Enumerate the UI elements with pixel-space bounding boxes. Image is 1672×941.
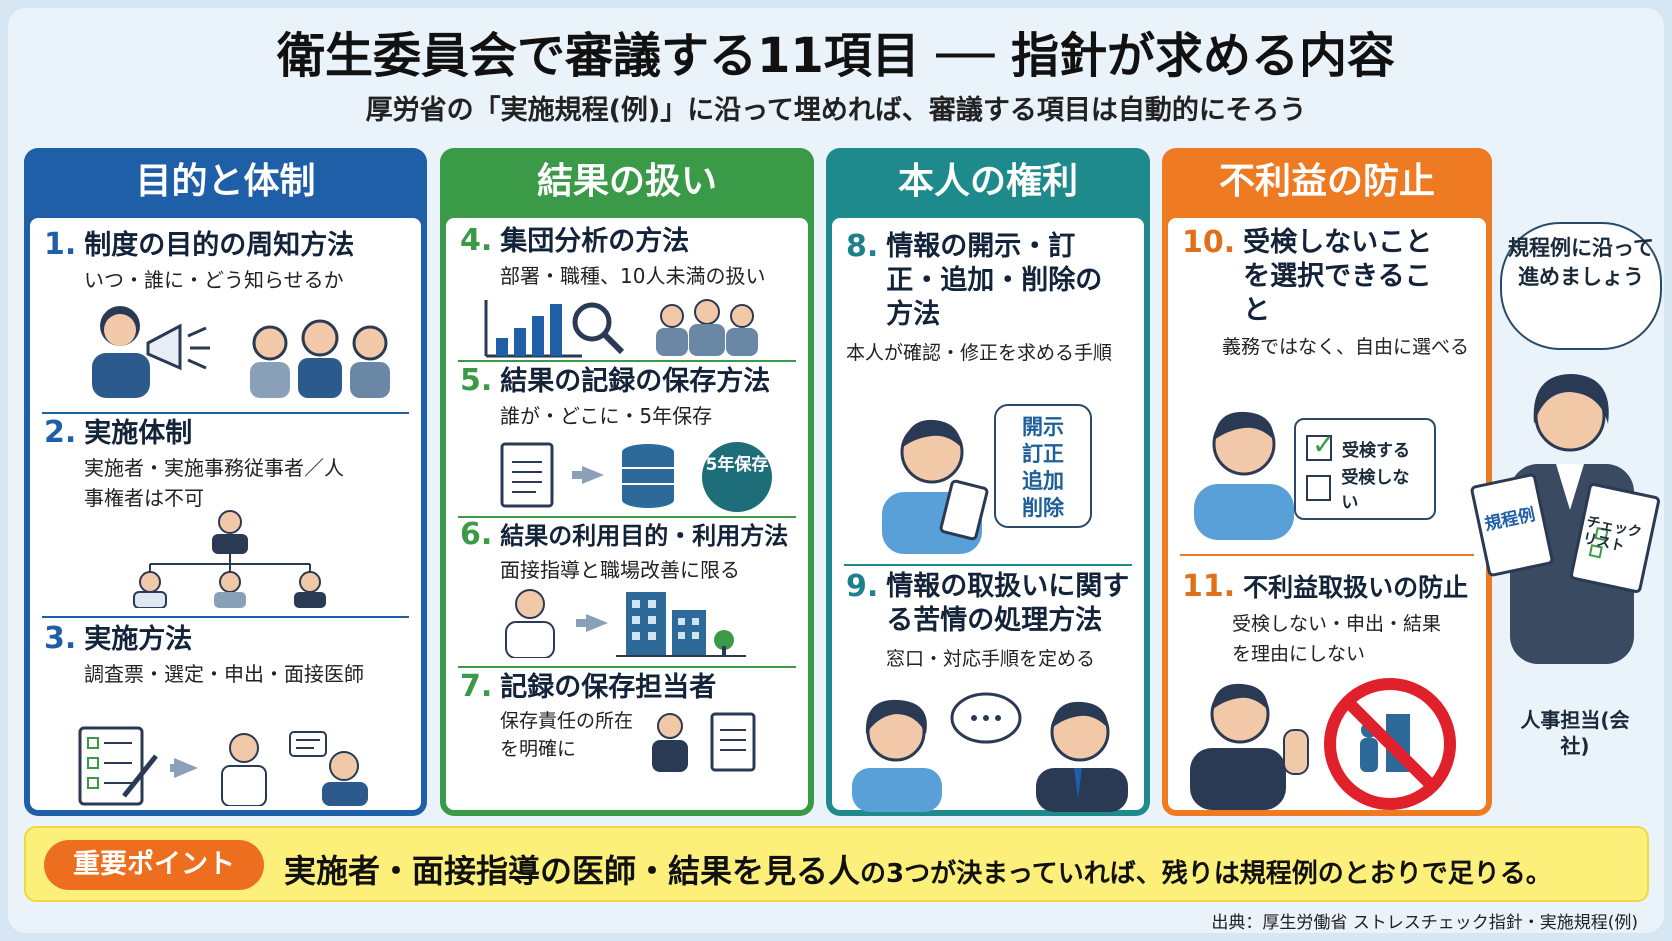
five-year-badge: 5年保存: [702, 442, 772, 512]
item-10: 10.受検しないことを選択できること 義務ではなく、自由に選べる: [1182, 226, 1476, 362]
custodian-document-icon: [652, 712, 756, 772]
group-analysis-chart-icon: [484, 299, 758, 358]
key-point-band: 重要ポイント 実施者・面接指導の医師・結果を見る人の3つが決まっていれば、残りは…: [24, 826, 1649, 902]
item-desc: 実施者・実施事務従事者／人事権者は不可: [84, 456, 344, 510]
option-decline[interactable]: 受検しない: [1306, 468, 1424, 513]
divider: [458, 360, 796, 362]
column-results-handling: 結果の扱い 4.集団分析の方法 部署・職種、10人未満の扱い 5.結果の記録の保…: [440, 148, 814, 816]
column-heading: 本人の権利: [897, 161, 1078, 202]
rights-list-bubble: 開示 訂正 追加 削除: [994, 404, 1092, 528]
complaint-consultation-icon: [852, 692, 1128, 812]
key-point-text: 実施者・面接指導の医師・結果を見る人の3つが決まっていれば、残りは規程例のとおり…: [284, 846, 1552, 892]
option-label: 受検しない: [1341, 468, 1410, 513]
item-desc: 保存責任の所在を明確に: [500, 710, 634, 760]
item-8: 8.情報の開示・訂正・追加・削除の方法 本人が確認・修正を求める手順: [846, 230, 1134, 368]
rights-item-delete: 削除: [1022, 496, 1064, 520]
item-number: 5.: [460, 363, 493, 398]
item-desc: 本人が確認・修正を求める手順: [846, 342, 1113, 364]
checked-checkbox-icon[interactable]: ✓: [1306, 431, 1335, 461]
org-chart-icon: [133, 510, 326, 608]
person-with-tablet-icon: [882, 419, 989, 554]
item-title: 実施方法: [84, 624, 193, 655]
rights-item-disclose: 開示: [1022, 415, 1064, 439]
item-title: 情報の取扱いに関する苦情の処理方法: [886, 571, 1130, 636]
item-6: 6.結果の利用目的・利用方法 面接指導と職場改善に限る: [460, 518, 798, 585]
item-title: 結果の記録の保存方法: [500, 366, 771, 397]
hr-staff-label: 人事担当(会社): [1520, 708, 1630, 758]
item-desc: 受検しない・申出・結果を理由にしない: [1232, 613, 1442, 665]
item-number: 3.: [44, 621, 77, 656]
divider: [42, 412, 409, 414]
item-number: 2.: [44, 415, 77, 450]
item-title: 制度の目的の周知方法: [84, 230, 355, 261]
item-2: 2.実施体制 実施者・実施事務従事者／人事権者は不可: [44, 416, 411, 513]
speech-bubble: 規程例に沿って進めましょう: [1500, 222, 1662, 350]
questionnaire-to-doctor-icon: [78, 726, 368, 806]
item-number: 10.: [1182, 225, 1236, 260]
page-title: 衛生委員会で審議する11項目 ── 指針が求める内容: [276, 28, 1396, 84]
page-subtitle: 厚労省の「実施規程(例)」に沿って埋めれば、審議する項目は自動的にそろう: [365, 95, 1307, 126]
item-title: 実施体制: [84, 418, 193, 449]
item-3: 3.実施方法 調査票・選定・申出・面接医師: [44, 622, 411, 689]
choice-card: ✓ 受検する 受検しない: [1294, 418, 1436, 520]
item-title: 受検しないことを選択できること: [1243, 227, 1433, 326]
item-title: 記録の保存担当者: [500, 672, 717, 703]
option-take[interactable]: ✓ 受検する: [1306, 428, 1424, 468]
item-title: 情報の開示・訂正・追加・削除の方法: [886, 231, 1103, 330]
column-purpose-structure: 目的と体制 1.制度の目的の周知方法 いつ・誰に・どう知らせるか 2.実施体制 …: [24, 148, 427, 816]
item-title: 集団分析の方法: [500, 226, 690, 257]
rights-item-add: 追加: [1022, 469, 1064, 493]
column-body: 1.制度の目的の周知方法 いつ・誰に・どう知らせるか 2.実施体制 実施者・実施…: [30, 218, 421, 810]
divider: [458, 516, 796, 518]
key-point-badge: 重要ポイント: [44, 840, 264, 890]
item-5: 5.結果の記録の保存方法 誰が・どこに・5年保存: [460, 364, 798, 431]
column-body: 8.情報の開示・訂正・追加・削除の方法 本人が確認・修正を求める手順 開示 訂正…: [832, 218, 1144, 812]
column-heading: 目的と体制: [135, 161, 316, 202]
stop-disadvantage-icon: [1190, 678, 1456, 810]
key-point-emphasis: 実施者・面接指導の医師・結果を見る人: [284, 852, 861, 890]
column-disadvantage-prevention: 不利益の防止 10.受検しないことを選択できること 義務ではなく、自由に選べる …: [1162, 148, 1492, 816]
item-number: 11.: [1182, 569, 1236, 604]
item-title: 不利益取扱いの防止: [1243, 573, 1469, 602]
item-desc: 窓口・対応手順を定める: [886, 648, 1096, 670]
empty-checkbox-icon[interactable]: [1306, 475, 1332, 501]
item-11: 11.不利益取扱いの防止 受検しない・申出・結果を理由にしない: [1182, 570, 1476, 669]
divider: [844, 564, 1132, 566]
item-number: 4.: [460, 223, 493, 258]
item-title: 結果の利用目的・利用方法: [500, 522, 789, 550]
item-number: 6.: [460, 517, 493, 552]
divider: [42, 616, 409, 618]
item-9: 9.情報の取扱いに関する苦情の処理方法 窓口・対応手順を定める: [846, 570, 1134, 674]
item-desc: 面接指導と職場改善に限る: [500, 558, 740, 582]
column-heading: 結果の扱い: [536, 161, 717, 202]
megaphone-announcement-icon: [92, 306, 390, 398]
document-to-database-icon: [500, 442, 674, 508]
doctor-to-workplace-icon: [505, 589, 746, 658]
item-7: 7.記録の保存担当者 保存責任の所在を明確に: [460, 670, 798, 763]
rights-item-correct: 訂正: [1022, 442, 1064, 466]
column-heading: 不利益の防止: [1218, 161, 1435, 202]
divider: [458, 666, 796, 668]
item-number: 7.: [460, 669, 493, 704]
key-point-rest: の3つが決まっていれば、残りは規程例のとおりで足りる。: [860, 859, 1552, 889]
item-desc: 調査票・選定・申出・面接医師: [84, 662, 364, 686]
employee-icon: [1194, 411, 1294, 540]
item-desc: いつ・誰に・どう知らせるか: [84, 268, 344, 292]
item-number: 9.: [846, 569, 879, 604]
item-desc: 部署・職種、10人未満の扱い: [500, 264, 766, 288]
source-note: 出典：厚生労働省 ストレスチェック指針・実施規程(例): [1211, 913, 1638, 933]
column-body: 4.集団分析の方法 部署・職種、10人未満の扱い 5.結果の記録の保存方法 誰が…: [446, 218, 808, 810]
divider: [1180, 554, 1474, 556]
column-personal-rights: 本人の権利 8.情報の開示・訂正・追加・削除の方法 本人が確認・修正を求める手順…: [826, 148, 1150, 816]
option-label: 受検する: [1342, 440, 1410, 461]
item-desc: 義務ではなく、自由に選べる: [1222, 336, 1470, 358]
item-1: 1.制度の目的の周知方法 いつ・誰に・どう知らせるか: [44, 228, 411, 295]
item-desc: 誰が・どこに・5年保存: [500, 404, 713, 428]
item-number: 1.: [44, 227, 77, 262]
item-number: 8.: [846, 229, 879, 264]
hr-staff-person-icon: [1470, 374, 1660, 664]
column-body: 10.受検しないことを選択できること 義務ではなく、自由に選べる ✓ 受検する …: [1168, 218, 1486, 810]
item-4: 4.集団分析の方法 部署・職種、10人未満の扱い: [460, 224, 798, 291]
